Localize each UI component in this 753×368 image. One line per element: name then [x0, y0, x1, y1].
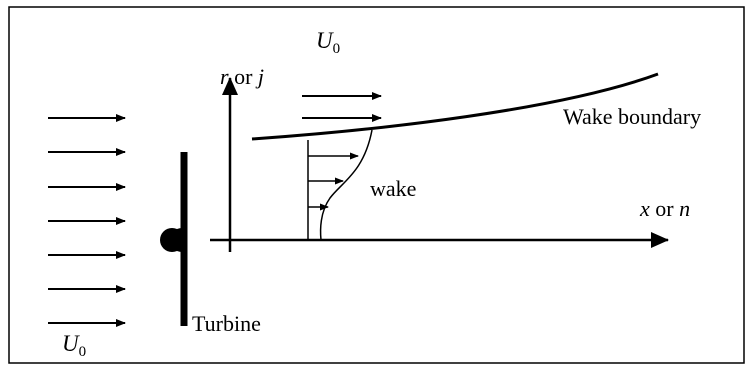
- upstream-velocity-label: U0: [62, 331, 86, 360]
- profile-curve: [319, 129, 373, 241]
- inflow-arrows: [48, 114, 126, 327]
- wake-boundary-label: Wake boundary: [563, 104, 701, 129]
- profile-arrows: [308, 152, 359, 211]
- freestream-arrows: [302, 92, 382, 122]
- wake-velocity-label: U0: [316, 28, 340, 57]
- horizontal-axis-label: x or n: [639, 196, 690, 221]
- turbine-label: Turbine: [192, 311, 261, 336]
- wake-label: wake: [370, 176, 416, 201]
- turbine-hub: [160, 228, 184, 252]
- figure-frame: [8, 6, 745, 364]
- vertical-axis-label: r or j: [220, 64, 264, 89]
- wake-profile: [307, 129, 373, 241]
- turbine: [160, 152, 188, 326]
- wake-boundary-line: [251, 72, 659, 141]
